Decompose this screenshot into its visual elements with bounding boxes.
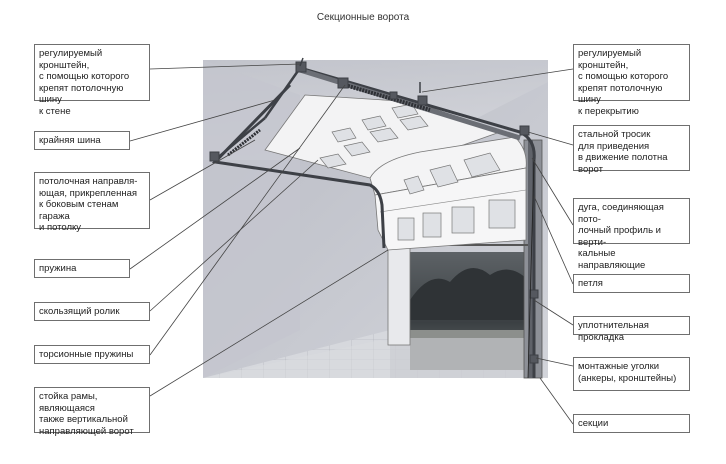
- label-torsion-springs: торсионные пружины: [34, 345, 150, 364]
- diagram-title: Секционные ворота: [316, 12, 410, 23]
- label-frame-post: стойка рамы, являющаяся также вертикальн…: [34, 387, 150, 437]
- label-mounting-angles: монтажные уголки (анкеры, кронштейны): [573, 357, 690, 391]
- label-ceiling-guide: потолочная направля- ющая, прикрепленная…: [34, 172, 150, 233]
- label-arc-connector: дуга, соединяющая пото- лочный профиль и…: [573, 198, 690, 271]
- door-sections: [264, 94, 527, 251]
- label-steel-cable: стальной тросик для приведения в движени…: [573, 125, 690, 175]
- label-seal: уплотнительная прокладка: [573, 316, 690, 343]
- label-wall-bracket: регулируемый кронштейн, с помощью которо…: [34, 44, 150, 117]
- outside-view: [390, 252, 528, 378]
- tracks-and-springs: [209, 57, 539, 379]
- label-ceiling-bracket: регулируемый кронштейн, с помощью которо…: [573, 44, 690, 117]
- label-spring: пружина: [34, 259, 130, 278]
- label-edge-rail: крайняя шина: [34, 131, 130, 150]
- leader-lines: [129, 63, 574, 425]
- label-sections: секции: [573, 414, 690, 433]
- label-sliding-roller: скользящий ролик: [34, 302, 150, 321]
- label-hinge: петля: [573, 274, 690, 293]
